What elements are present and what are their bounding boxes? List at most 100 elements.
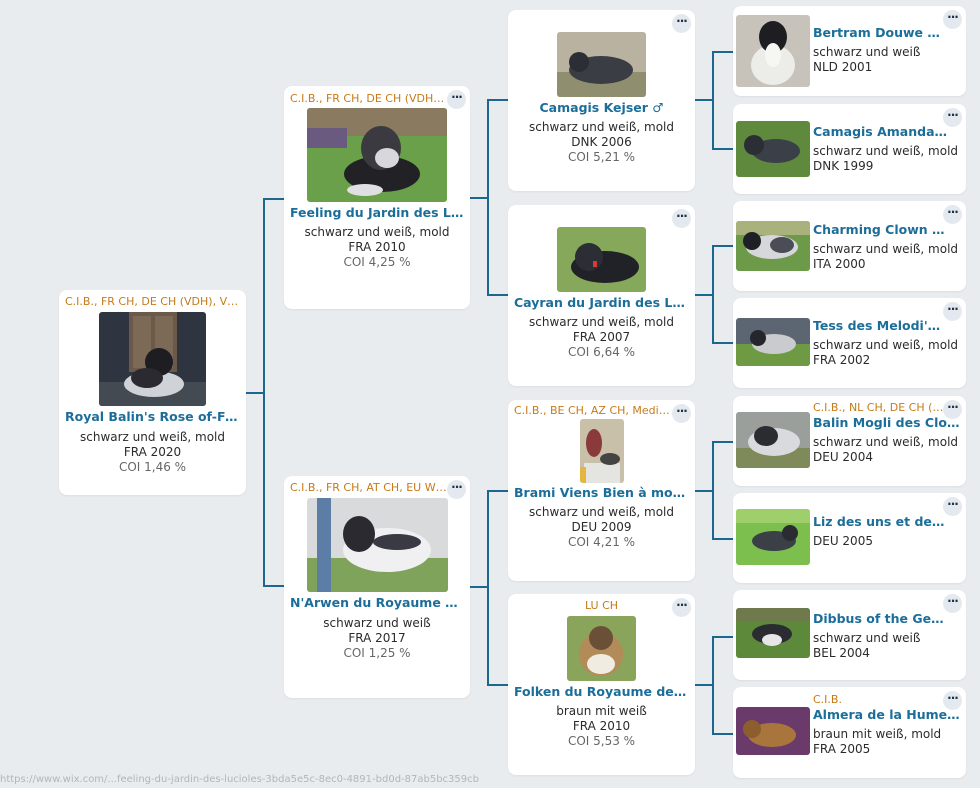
dog-name-text: Folken du Royaume de Fa… <box>514 684 695 699</box>
more-options-button[interactable]: ··· <box>943 302 962 321</box>
dog-name-link[interactable]: Brami Viens Bien à moi ♂ <box>508 485 695 500</box>
dog-country-year: DNK 2006 <box>571 135 632 149</box>
dog-name-link[interactable]: Camagis Kejser ♂ <box>508 100 695 115</box>
dog-photo-image <box>736 412 810 468</box>
connector <box>712 636 733 638</box>
dog-photo-image <box>557 227 646 292</box>
more-options-button[interactable]: ··· <box>672 598 691 617</box>
dog-photo[interactable] <box>306 498 448 592</box>
dog-country-year: DNK 1999 <box>813 159 874 173</box>
pedigree-card-gen3[interactable]: ··· Bertram Douwe van … schwarz und weiß… <box>733 6 966 96</box>
more-options-button[interactable]: ··· <box>943 108 962 127</box>
connector <box>712 441 714 539</box>
dog-color: schwarz und weiß <box>813 45 921 59</box>
pedigree-card-gen3[interactable]: ··· Tess des Melodi'Does… schwarz und we… <box>733 298 966 388</box>
dog-photo[interactable] <box>579 419 624 483</box>
dog-country-year: FRA 2017 <box>348 631 406 645</box>
dog-color: schwarz und weiß, mold <box>813 242 959 256</box>
dog-photo[interactable] <box>557 32 646 97</box>
dog-photo[interactable] <box>99 312 206 406</box>
dog-photo-image <box>736 707 810 755</box>
dog-name-link[interactable]: Folken du Royaume de Fa… <box>508 684 695 699</box>
connector <box>712 245 714 343</box>
dog-coi: COI 1,46 % <box>118 460 187 474</box>
pedigree-card-sire[interactable]: ··· C.I.B., FR CH, DE CH (VDH), DK C Fee… <box>284 86 470 309</box>
dog-country-year: DEU 2004 <box>813 450 873 464</box>
more-options-button[interactable]: ··· <box>943 497 962 516</box>
dog-photo[interactable] <box>736 15 810 87</box>
dog-photo-image <box>736 608 810 658</box>
pedigree-card-gen2[interactable]: ··· Camagis Kejser ♂ schwarz und weiß, m… <box>508 10 695 191</box>
more-options-button[interactable]: ··· <box>943 691 962 710</box>
dog-name-link[interactable]: Camagis Amanda ♀ <box>813 124 962 139</box>
dog-name-link[interactable]: Feeling du Jardin des Luci… <box>290 205 470 220</box>
dog-name-link[interactable]: Bertram Douwe van … <box>813 25 962 40</box>
dog-name-link[interactable]: Royal Balin's Rose of-Feeli… <box>65 409 246 424</box>
pedigree-card-gen2[interactable]: ··· LU CH Folken du Royaume de Fa… braun… <box>508 594 695 775</box>
dog-photo[interactable] <box>567 616 636 681</box>
pedigree-card-dam[interactable]: ··· C.I.B., FR CH, AT CH, EU W 2019, N'A… <box>284 476 470 698</box>
pedigree-card-root[interactable]: C.I.B., FR CH, DE CH (VDH), VDH J… Royal… <box>59 290 246 495</box>
dog-photo[interactable] <box>557 227 646 292</box>
connector <box>695 294 713 296</box>
dog-country-year: FRA 2020 <box>123 445 182 459</box>
pedigree-card-gen3[interactable]: ··· C.I.B. Almera de la Hume d… braun mi… <box>733 687 966 778</box>
dog-titles: C.I.B., BE CH, AZ CH, Mediterran <box>514 404 693 417</box>
dog-name-link[interactable]: Almera de la Hume d… <box>813 707 962 722</box>
connector <box>695 684 713 686</box>
more-options-button[interactable]: ··· <box>447 480 466 499</box>
more-options-button[interactable]: ··· <box>672 14 691 33</box>
pedigree-card-gen2[interactable]: ··· C.I.B., BE CH, AZ CH, Mediterran Bra… <box>508 400 695 581</box>
dog-country-year: FRA 2007 <box>572 330 631 344</box>
connector <box>487 490 489 685</box>
connector <box>695 99 713 101</box>
pedigree-card-gen2[interactable]: ··· Cayran du Jardin des Luci… schwarz u… <box>508 205 695 386</box>
dog-country-year: DEU 2009 <box>571 520 632 534</box>
more-options-button[interactable]: ··· <box>943 594 962 613</box>
dog-photo-image <box>579 419 624 483</box>
dog-coi: COI 5,53 % <box>567 734 636 748</box>
more-options-button[interactable]: ··· <box>943 205 962 224</box>
pedigree-card-gen3[interactable]: ··· Camagis Amanda ♀ schwarz und weiß, m… <box>733 104 966 194</box>
more-options-button[interactable]: ··· <box>672 404 691 423</box>
dog-titles: C.I.B., NL CH, DE CH (VDH), <box>813 401 962 414</box>
dog-photo-image <box>736 15 810 87</box>
pedigree-card-gen3[interactable]: ··· C.I.B., NL CH, DE CH (VDH), Balin Mo… <box>733 396 966 486</box>
connector <box>263 198 265 586</box>
dog-photo[interactable] <box>736 121 810 177</box>
more-options-button[interactable]: ··· <box>672 209 691 228</box>
dog-country-year: NLD 2001 <box>813 60 873 74</box>
connector <box>263 585 284 587</box>
dog-name-link[interactable]: Dibbus of the Gentle … <box>813 611 962 626</box>
pedigree-card-gen3[interactable]: ··· Liz des uns et des aut… DEU 2005 <box>733 493 966 583</box>
dog-name-link[interactable]: Liz des uns et des aut… <box>813 514 962 529</box>
dog-photo[interactable] <box>736 608 810 658</box>
dog-name-link[interactable]: Charming Clown Spec… <box>813 222 962 237</box>
dog-photo[interactable] <box>736 412 810 468</box>
dog-photo[interactable] <box>307 108 447 202</box>
pedigree-card-gen3[interactable]: ··· Charming Clown Spec… schwarz und wei… <box>733 201 966 291</box>
dog-name-link[interactable]: N'Arwen du Royaume de F… <box>290 595 470 610</box>
connector <box>712 636 714 734</box>
dog-name-link[interactable]: Tess des Melodi'Does… <box>813 318 962 333</box>
dog-photo[interactable] <box>736 707 810 755</box>
connector <box>712 733 733 735</box>
more-options-button[interactable]: ··· <box>943 400 962 419</box>
dog-name-link[interactable]: Balin Mogli des Cloch… <box>813 415 962 430</box>
connector <box>263 198 284 200</box>
dog-color: schwarz und weiß, mold <box>304 225 450 239</box>
more-options-button[interactable]: ··· <box>447 90 466 109</box>
connector <box>487 294 508 296</box>
pedigree-card-gen3[interactable]: ··· Dibbus of the Gentle … schwarz und w… <box>733 590 966 680</box>
dog-name-text: Camagis Amanda <box>813 124 935 139</box>
connector <box>487 490 508 492</box>
dog-photo[interactable] <box>736 221 810 271</box>
dog-photo[interactable] <box>736 509 810 565</box>
dog-name-link[interactable]: Cayran du Jardin des Luci… <box>508 295 695 310</box>
more-options-button[interactable]: ··· <box>943 10 962 29</box>
dog-titles: LU CH <box>584 599 619 612</box>
dog-coi: COI 4,21 % <box>567 535 636 549</box>
dog-name-text: Brami Viens Bien à moi <box>514 485 677 500</box>
dog-photo[interactable] <box>736 318 810 366</box>
dog-country-year: BEL 2004 <box>813 646 870 660</box>
